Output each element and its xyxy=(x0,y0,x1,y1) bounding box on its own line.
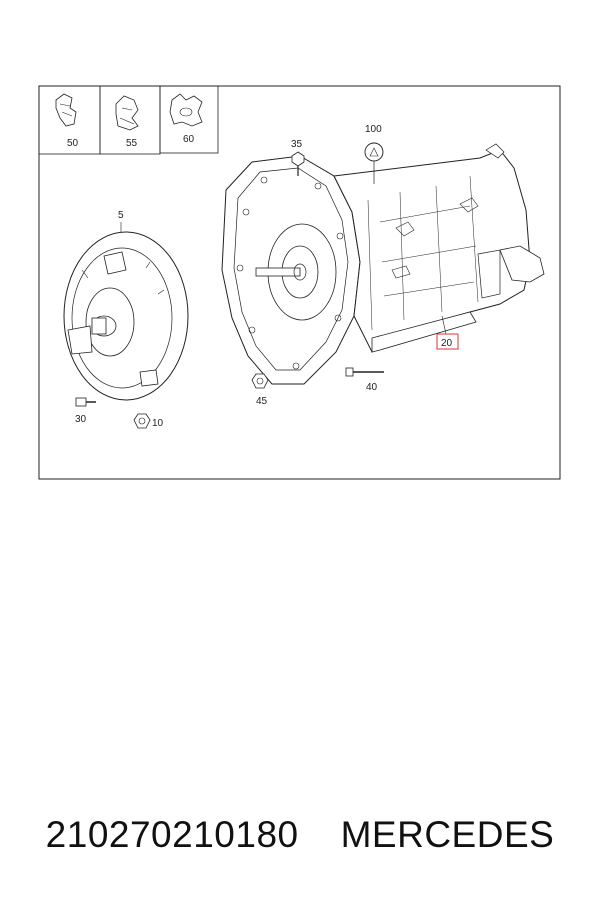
parts-diagram: 50 55 60 5 30 10 xyxy=(38,85,561,480)
caption-bar: 210270210180 MERCEDES xyxy=(0,800,600,870)
bolt-40[interactable] xyxy=(345,367,384,377)
callout-40: 40 xyxy=(366,382,378,393)
bolt-35[interactable] xyxy=(291,151,305,176)
callout-55: 55 xyxy=(126,138,138,149)
callout-5: 5 xyxy=(118,210,124,221)
breather-100[interactable] xyxy=(364,142,384,184)
part-number: 210270210180 xyxy=(45,814,299,855)
callout-100: 100 xyxy=(365,124,382,135)
nut-10[interactable] xyxy=(133,413,151,429)
callout-10: 10 xyxy=(152,418,164,429)
brand-name: MERCEDES xyxy=(340,814,555,855)
transmission-housing[interactable] xyxy=(221,143,545,385)
callout-35: 35 xyxy=(291,139,303,150)
bolt-30[interactable] xyxy=(75,397,96,407)
callout-20: 20 xyxy=(441,338,453,349)
torque-converter[interactable] xyxy=(63,231,189,401)
nut-45[interactable] xyxy=(251,373,269,389)
callout-50: 50 xyxy=(67,138,79,149)
clip-box-60[interactable]: 60 xyxy=(159,85,219,154)
callout-45: 45 xyxy=(256,396,268,407)
highlight-box-20[interactable] xyxy=(436,333,459,350)
callout-60: 60 xyxy=(183,134,195,145)
callout-30: 30 xyxy=(75,414,87,425)
